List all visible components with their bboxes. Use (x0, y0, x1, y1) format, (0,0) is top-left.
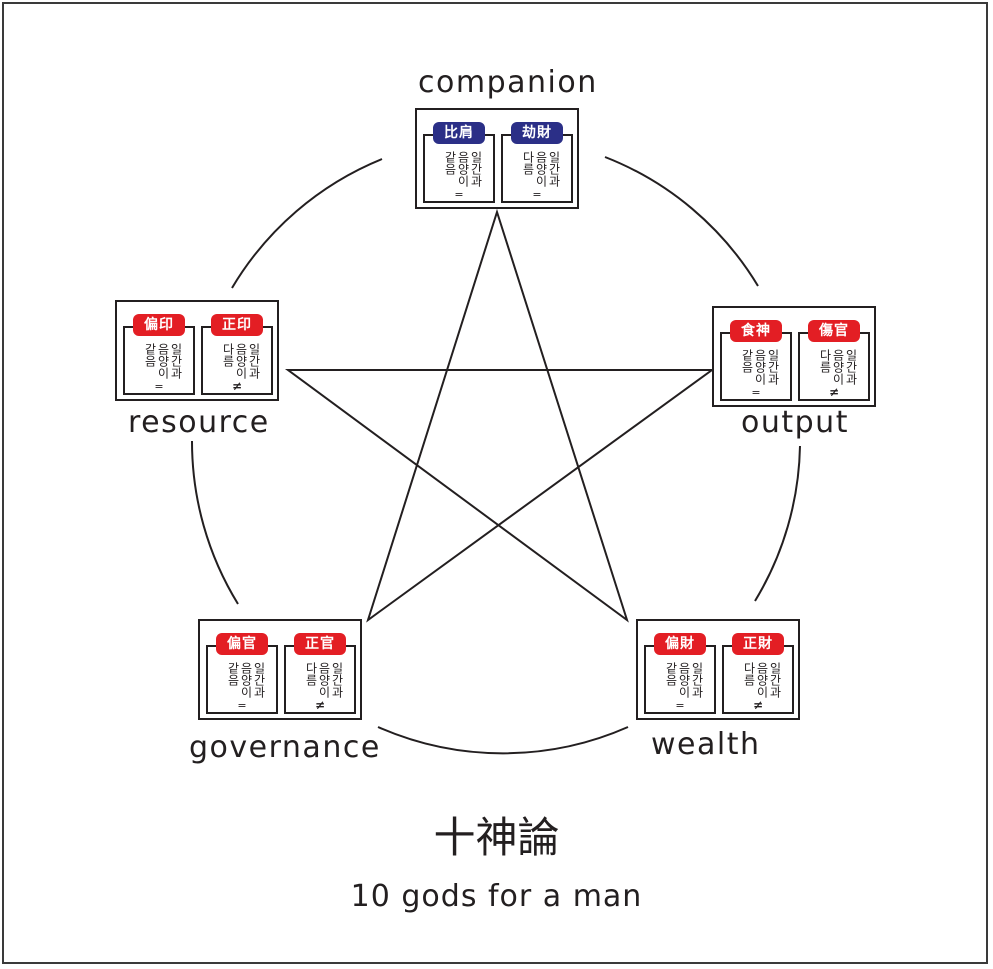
god-card: 일간과 음양이 다름 = (501, 134, 573, 203)
god-badge: 正財 (732, 633, 784, 655)
god-card: 일간과 음양이 다름 ≠ (798, 332, 870, 401)
arc-resource-companion (231, 158, 383, 289)
god-badge: 正印 (211, 314, 263, 336)
card-description: 일간과 음양이 다름 (742, 662, 782, 698)
god-badge: 傷官 (808, 320, 860, 342)
god-card: 일간과 음양이 같음 = (206, 645, 278, 714)
node-label-output: output (741, 405, 849, 440)
polarity-symbol: ≠ (752, 698, 764, 712)
node-box-wealth: 일간과 음양이 같음 = 일간과 음양이 다름 ≠ 偏財 正財 (636, 619, 800, 720)
god-card: 일간과 음양이 같음 = (720, 332, 792, 401)
card-description: 일간과 음양이 같음 (740, 349, 780, 385)
arc-output-wealth (754, 445, 801, 602)
god-badge: 劫財 (511, 122, 563, 144)
card-description: 일간과 음양이 같음 (143, 343, 183, 379)
god-badge: 食神 (730, 320, 782, 342)
god-card: 일간과 음양이 다름 ≠ (201, 326, 273, 395)
star-pentagram (284, 208, 716, 623)
node-box-companion: 일간과 음양이 같음 = 일간과 음양이 다름 = 比肩 劫財 (415, 108, 579, 209)
node-label-companion: companion (418, 65, 598, 100)
polarity-symbol: = (675, 699, 685, 712)
god-badge: 正官 (294, 633, 346, 655)
polarity-symbol: = (154, 380, 164, 393)
node-box-resource: 일간과 음양이 같음 = 일간과 음양이 다름 ≠ 偏印 正印 (115, 300, 279, 401)
card-description: 일간과 음양이 다름 (221, 343, 261, 379)
node-label-wealth: wealth (651, 727, 761, 762)
arc-companion-output (604, 156, 759, 287)
god-card: 일간과 음양이 같음 = (423, 134, 495, 203)
god-badge: 偏印 (133, 314, 185, 336)
god-badge: 偏官 (216, 633, 268, 655)
diagram-subtitle: 10 gods for a man (350, 879, 643, 914)
arc-governance-resource (190, 440, 239, 605)
polarity-symbol: = (751, 386, 761, 399)
polarity-symbol: = (454, 188, 464, 201)
card-description: 일간과 음양이 다름 (818, 349, 858, 385)
god-badge: 偏財 (654, 633, 706, 655)
polarity-symbol: ≠ (231, 379, 243, 393)
god-card: 일간과 음양이 같음 = (123, 326, 195, 395)
polarity-symbol: = (532, 188, 542, 201)
node-label-resource: resource (128, 405, 270, 440)
node-box-output: 일간과 음양이 같음 = 일간과 음양이 다름 ≠ 食神 傷官 (712, 306, 876, 407)
node-box-governance: 일간과 음양이 같음 = 일간과 음양이 다름 ≠ 偏官 正官 (198, 619, 362, 720)
card-description: 일간과 음양이 같음 (443, 151, 483, 187)
god-card: 일간과 음양이 같음 = (644, 645, 716, 714)
polarity-symbol: ≠ (314, 698, 326, 712)
card-description: 일간과 음양이 같음 (664, 662, 704, 698)
diagram-title: 十神論 (433, 813, 560, 862)
polarity-symbol: = (237, 699, 247, 712)
node-label-governance: governance (189, 730, 381, 765)
god-card: 일간과 음양이 다름 ≠ (722, 645, 794, 714)
god-card: 일간과 음양이 다름 ≠ (284, 645, 356, 714)
polarity-symbol: ≠ (828, 385, 840, 399)
card-description: 일간과 음양이 다름 (304, 662, 344, 698)
god-badge: 比肩 (433, 122, 485, 144)
card-description: 일간과 음양이 같음 (226, 662, 266, 698)
arc-wealth-governance (377, 726, 629, 755)
card-description: 일간과 음양이 다름 (521, 151, 561, 187)
